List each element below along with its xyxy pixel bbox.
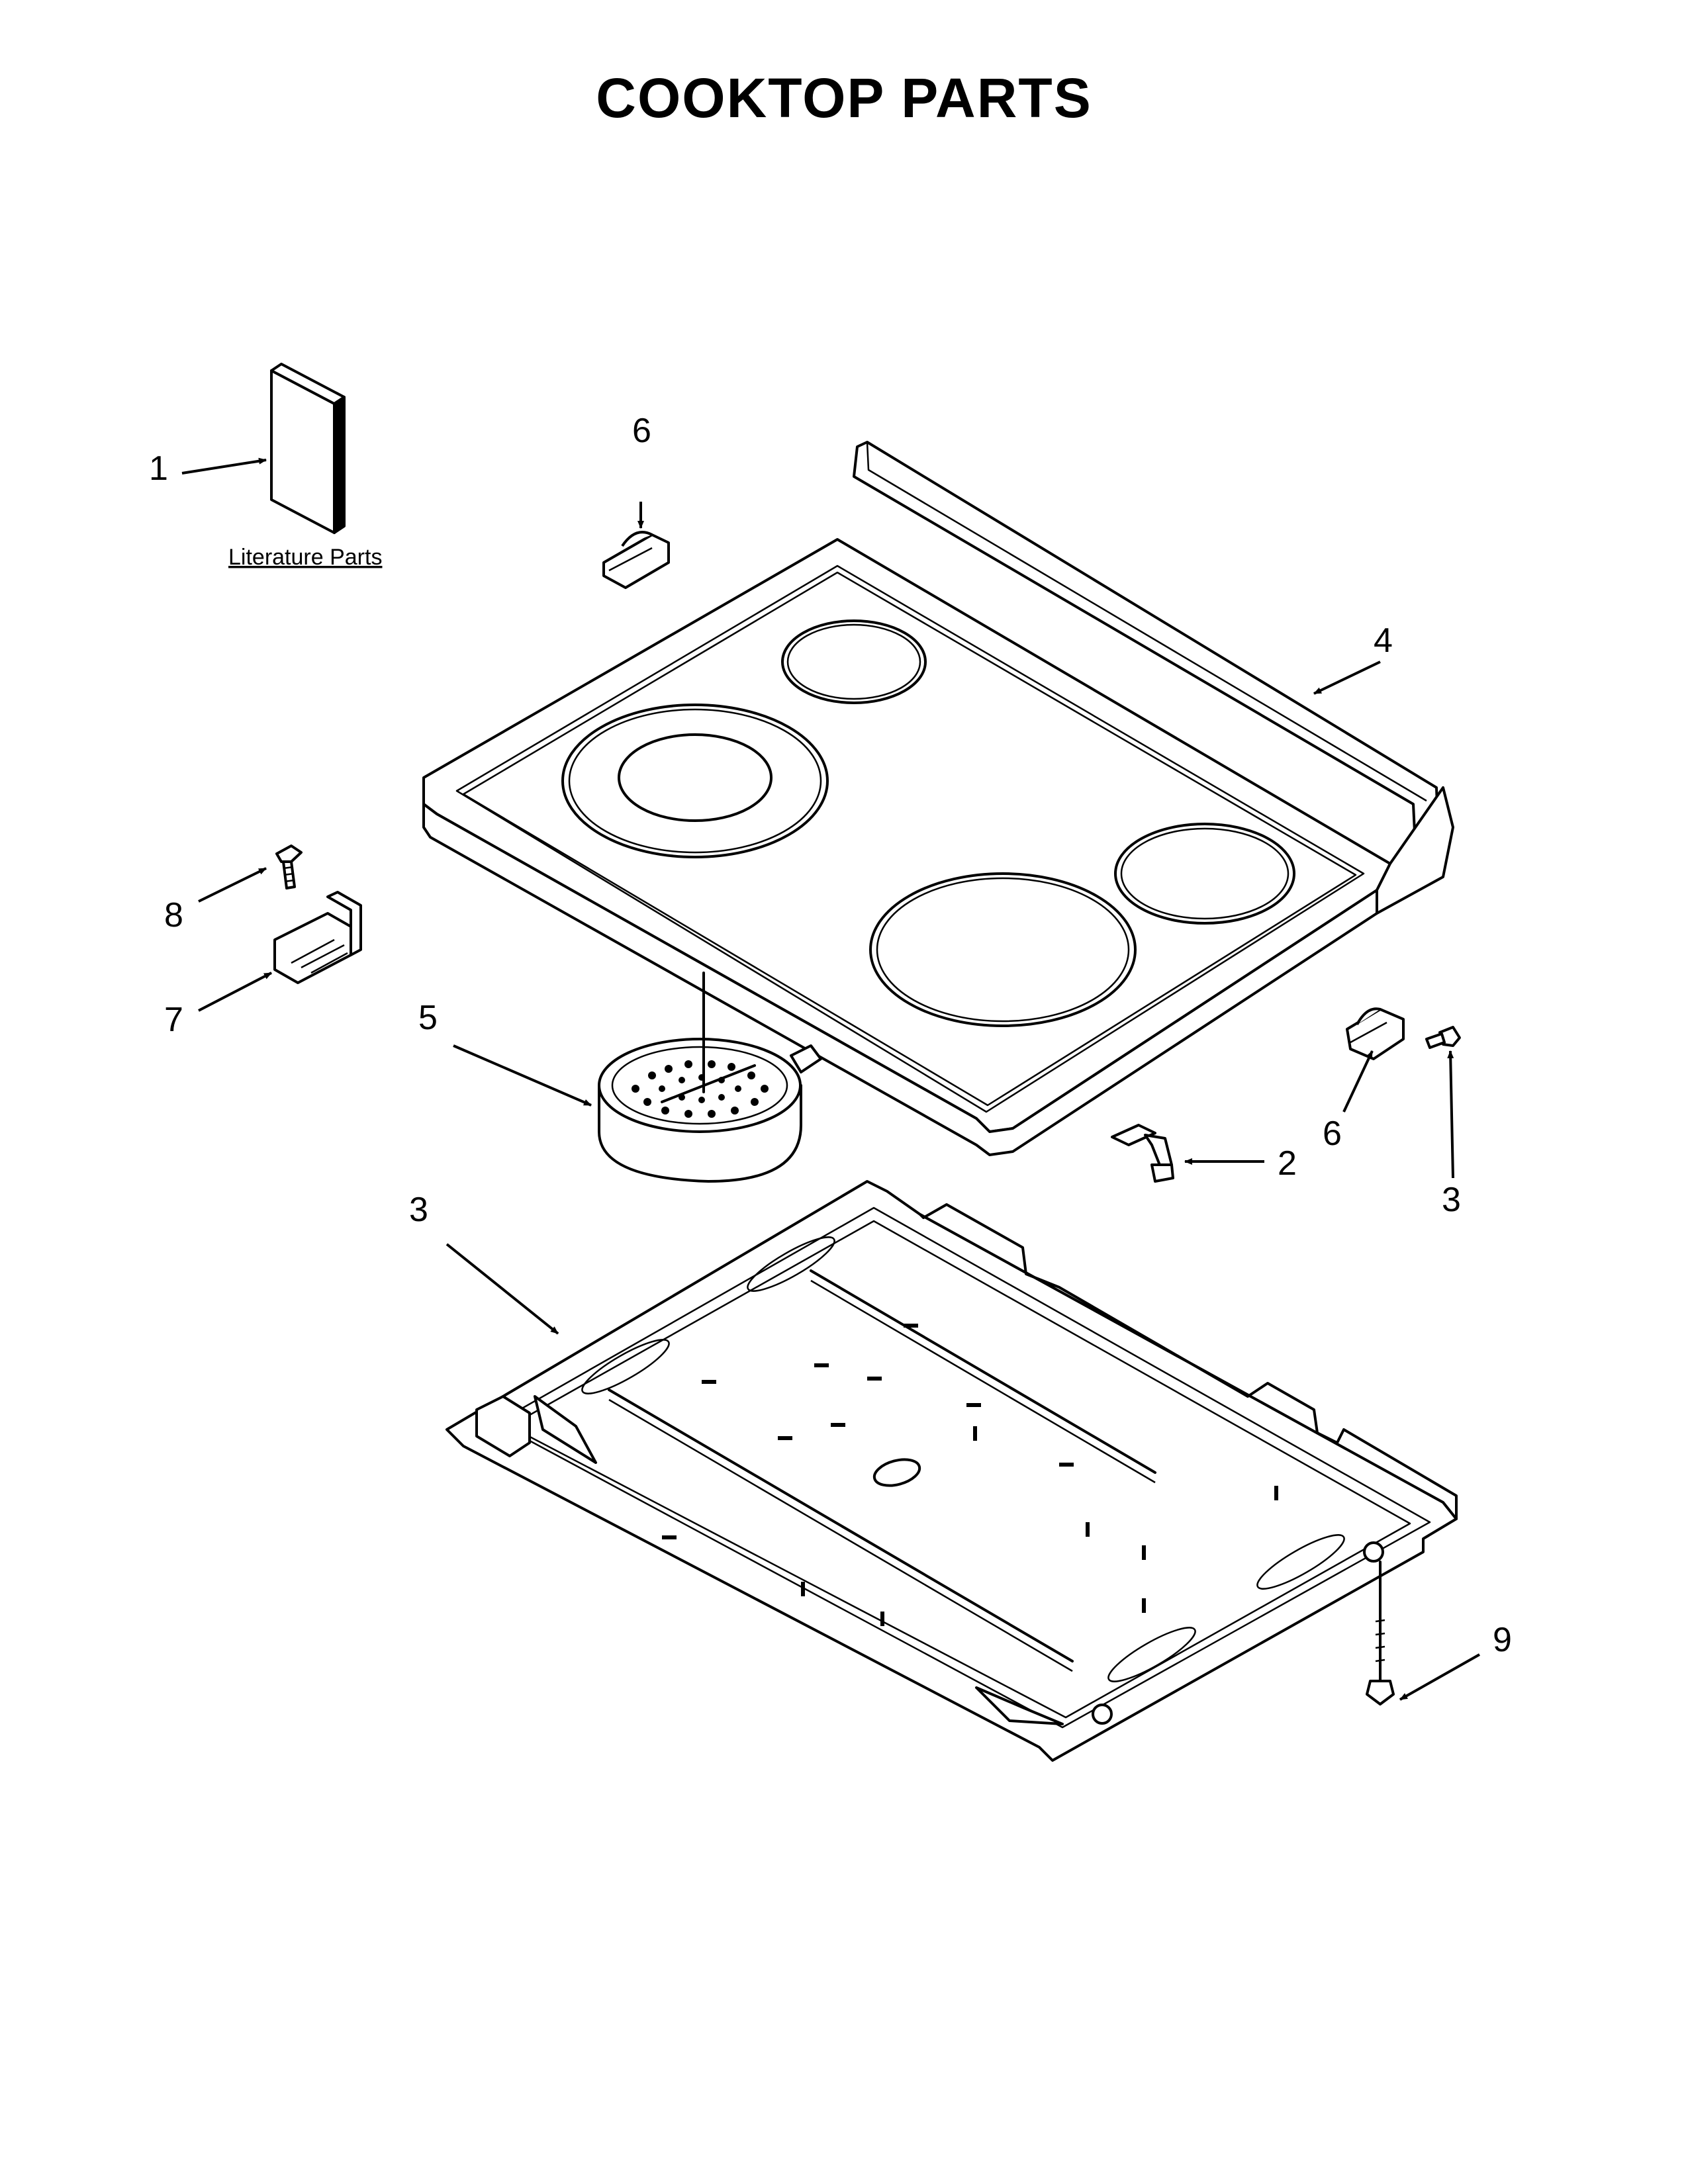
bracket-part-7[interactable] bbox=[273, 891, 362, 984]
leader-lines bbox=[181, 457, 1480, 1701]
callout-6-right[interactable]: 6 bbox=[1323, 1115, 1342, 1153]
spring-clip-part-2[interactable] bbox=[1111, 1124, 1174, 1183]
literature-booklet-part[interactable] bbox=[270, 363, 346, 534]
bracket-clip-part-right[interactable] bbox=[1346, 1007, 1405, 1060]
callout-8[interactable]: 8 bbox=[164, 896, 183, 934]
callout-2[interactable]: 2 bbox=[1278, 1144, 1297, 1183]
cooktop-main-top-part[interactable] bbox=[422, 441, 1454, 1156]
callout-3-burner-box[interactable]: 3 bbox=[409, 1191, 428, 1229]
callout-4[interactable]: 4 bbox=[1374, 621, 1393, 660]
screw-part-8[interactable] bbox=[275, 844, 303, 889]
callout-1[interactable]: 1 bbox=[149, 449, 168, 488]
callout-9[interactable]: 9 bbox=[1493, 1621, 1512, 1659]
callout-7[interactable]: 7 bbox=[164, 1001, 183, 1039]
radiant-surface-element-part[interactable] bbox=[598, 972, 822, 1183]
page-title: COOKTOP PARTS bbox=[596, 67, 1092, 129]
literature-parts-link[interactable]: Literature Parts bbox=[228, 545, 382, 570]
screw-part-9[interactable] bbox=[1366, 1561, 1395, 1706]
callout-6-top[interactable]: 6 bbox=[632, 412, 651, 450]
bracket-clip-part[interactable] bbox=[602, 531, 670, 589]
callout-5[interactable]: 5 bbox=[418, 999, 438, 1037]
screw-part-3[interactable] bbox=[1425, 1026, 1461, 1049]
callout-3-right[interactable]: 3 bbox=[1442, 1181, 1461, 1219]
burner-box-part[interactable] bbox=[445, 1180, 1458, 1762]
